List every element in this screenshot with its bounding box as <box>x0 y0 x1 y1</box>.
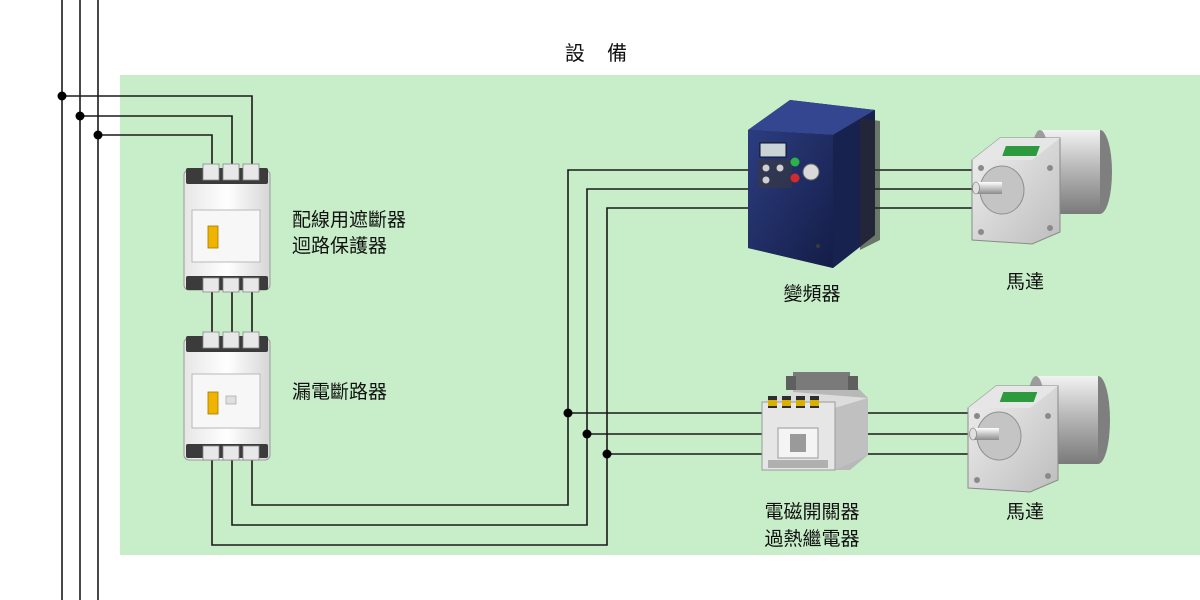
motor-top-nameplate <box>1002 146 1040 156</box>
motor-bottom <box>967 376 1110 493</box>
junction-nodes <box>57 91 612 459</box>
motor-bottom-nameplate <box>999 392 1038 402</box>
mccb-label-line1: 配線用遮斷器 <box>292 209 406 231</box>
mccb-lever <box>207 225 219 249</box>
contactor-label-line2: 過熱繼電器 <box>764 528 859 550</box>
mccb-breaker <box>183 163 271 293</box>
power-bus <box>61 0 99 600</box>
motor-top-shaft <box>976 182 1002 194</box>
motor-bottom-shaft <box>973 428 999 440</box>
inverter-unit <box>748 100 880 268</box>
equipment-title: 設 備 <box>565 41 635 65</box>
motor-top-label: 馬達 <box>1006 271 1044 293</box>
elcb-label: 漏電斷路器 <box>292 381 387 403</box>
elcb-breaker <box>183 331 271 461</box>
contactor-unit <box>761 372 868 471</box>
dial-knob-icon <box>802 163 820 181</box>
motor-top <box>971 130 1112 245</box>
elcb-lever <box>207 391 219 415</box>
mccb-label-line2: 迴路保護器 <box>292 235 387 257</box>
run-button-icon <box>790 157 800 167</box>
inverter-label: 變頻器 <box>783 283 840 305</box>
stop-button-icon <box>790 173 800 183</box>
motor-bottom-label: 馬達 <box>1006 501 1044 523</box>
contactor-label-line1: 電磁開關器 <box>764 501 859 523</box>
inverter-display <box>759 142 787 158</box>
wires <box>62 95 975 546</box>
